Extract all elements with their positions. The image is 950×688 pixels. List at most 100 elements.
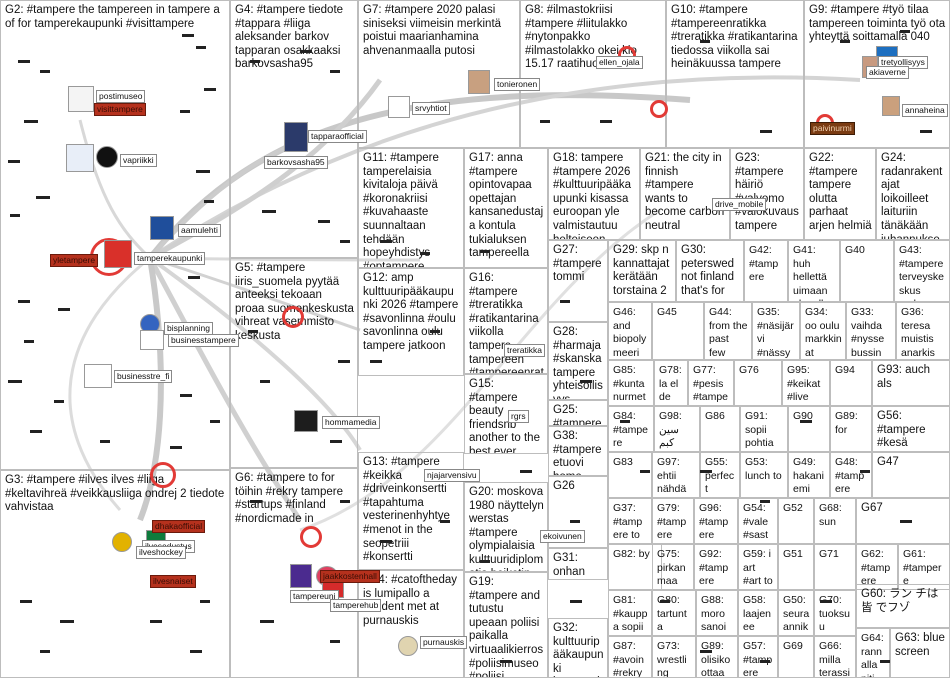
minor-node-marker (370, 360, 382, 363)
minor-node-marker (640, 470, 650, 473)
minor-node-marker (24, 340, 34, 343)
minor-node-marker (18, 300, 30, 303)
node-label-tampereuni[interactable]: tampereuni (290, 590, 339, 603)
minor-node-marker (480, 250, 490, 253)
minor-node-marker (500, 660, 512, 663)
businesstampere-avatar[interactable] (140, 330, 164, 350)
visittampere-avatar[interactable] (66, 144, 94, 172)
group-panel-g89b: G89: olisiko ottaa (696, 636, 738, 678)
node-label-tamperekaupunki[interactable]: tamperekaupunki (134, 252, 206, 265)
group-title: G71 (819, 548, 839, 560)
node-label-businesstampere[interactable]: businesstampere (168, 334, 239, 347)
group-panel-g18: G18: tampere #tampere 2026 #kulttuuripää… (548, 148, 640, 240)
node-label-ilveshockey[interactable]: ilveshockey (136, 546, 186, 559)
minor-node-marker (40, 70, 50, 73)
srvyhtiot-avatar[interactable] (388, 96, 410, 118)
tampereuni-avatar[interactable] (290, 564, 312, 588)
group-panel-g69: G69 (778, 636, 814, 678)
node-label-postimuseo[interactable]: postimuseo (96, 90, 146, 103)
group-title: G9: #tampere #työ tilaa tampereen toimin… (809, 4, 946, 44)
minor-node-marker (196, 46, 206, 49)
node-label-ekoivunen[interactable]: ekoivunen (540, 530, 585, 543)
group-title: G27: #tampere tommi (553, 244, 602, 284)
group-title: G15: #tampere beauty friendsnb another t… (469, 378, 540, 454)
group-title: G46: and biopolymeeri compost (613, 306, 647, 359)
group-title: G73: wrestling (657, 640, 687, 678)
node-label-paivinurmi[interactable]: paivinurmi (810, 122, 855, 135)
minor-node-marker (620, 420, 630, 423)
group-panel-g89: G89: for (830, 406, 872, 452)
group-panel-g62: G62: #tampere (856, 544, 898, 590)
group-title: G81: #kauppa sopii (613, 594, 648, 634)
node-label-dhakaofficial[interactable]: dhakaofficial (152, 520, 206, 533)
minor-node-marker (180, 394, 192, 397)
hub-node-g6[interactable] (300, 526, 322, 548)
group-title: G84: #tampere mahta (613, 410, 649, 451)
group-panel-g13: G13: #tampere #keikka #driveinkonsertti … (358, 452, 464, 570)
node-label-srvyhtiot[interactable]: srvyhtiot (412, 102, 450, 115)
node-label-vapriikki[interactable]: vapriikki (120, 154, 157, 167)
node-label-treratikka[interactable]: treratikka (504, 344, 545, 357)
hub-node-g10[interactable] (650, 100, 668, 118)
group-panel-g22: G22: #tampere tampere olutta parhaat arj… (804, 148, 876, 240)
node-label-yletampere[interactable]: yletampere (50, 254, 99, 267)
group-panel-g94: G94 (830, 360, 872, 406)
group-panel-g77: G77: #pesis #tampere (688, 360, 734, 406)
node-label-jaakkostenhall[interactable]: jaakkostenhall (320, 570, 380, 583)
hub-node-g3[interactable] (150, 462, 176, 488)
tonieronen-avatar[interactable] (468, 70, 490, 94)
vapriikki-avatar[interactable] (96, 146, 118, 168)
node-label-hommamedia[interactable]: hommamedia (322, 416, 380, 429)
node-label-tapparaofficial[interactable]: tapparaofficial (308, 130, 367, 143)
minor-node-marker (340, 240, 350, 243)
minor-node-marker (210, 420, 220, 423)
node-label-aamulehti[interactable]: aamulehti (178, 224, 221, 237)
group-panel-g61: G61: #tampere #ylöjärvi (898, 544, 950, 590)
node-label-visittampere[interactable]: visittampere (94, 103, 146, 116)
group-panel-g70: G70: tuoksuu suolle (814, 590, 856, 636)
postimuseo-avatar[interactable] (68, 86, 94, 112)
group-panel-g8: G8: #ilmastokriisi #tampere #liitulakko … (520, 0, 666, 148)
group-title: G25: #tampere #hiedanranta hiedanranta (553, 404, 602, 426)
group-title: G91: sopii pohtia (745, 410, 774, 450)
group-panel-g55: G55: perfect songs (700, 452, 740, 498)
purnauskis-avatar[interactable] (398, 636, 418, 656)
group-panel-g49: G49: hakaniemi sport (788, 452, 830, 498)
node-label-ellen-ojala[interactable]: ellen_ojala (596, 56, 643, 69)
group-panel-g64: G64: rannalla piti (856, 628, 890, 678)
annaheina-avatar[interactable] (882, 96, 900, 116)
group-panel-g78: G78: la el de (654, 360, 688, 406)
group-title: G85: #kunta nurmet niityksi (613, 364, 646, 405)
hub-node-g5[interactable] (282, 306, 304, 328)
ilveshockey-avatar[interactable] (112, 532, 132, 552)
node-label-rgrs[interactable]: rgrs (508, 410, 529, 423)
group-panel-g12: G12: amp kulttuuripääkaupunki 2026 #tamp… (358, 268, 464, 376)
businesstre-avatar[interactable] (84, 364, 112, 388)
minor-node-marker (840, 40, 850, 43)
node-label-ilvesnaiset[interactable]: ilvesnaiset (150, 575, 196, 588)
barkovsasha95-avatar[interactable] (284, 122, 308, 152)
group-title: G76 (739, 364, 759, 376)
group-title: G62: #tampere (861, 548, 891, 588)
node-label-purnauskis[interactable]: purnauskis (420, 636, 468, 649)
group-title: G31: onhan (553, 552, 585, 578)
minor-node-marker (60, 620, 74, 623)
node-label-businesstre-fi[interactable]: businesstre_fi (114, 370, 173, 383)
node-label-njajarvensivu[interactable]: njajarvensivu (424, 469, 480, 482)
group-title: G97: ehtii nähdä (657, 456, 687, 496)
node-label-annaheina[interactable]: annaheina (902, 104, 948, 117)
aamulehti-avatar[interactable] (150, 216, 174, 240)
hommamedia-avatar[interactable] (294, 410, 318, 432)
node-label-tonieronen[interactable]: tonieronen (494, 78, 541, 91)
node-label-tamperehub[interactable]: tamperehub (330, 599, 382, 612)
group-panel-g33: G33: vaihda #nysse bussin (846, 302, 896, 360)
tamperekaupunki-avatar[interactable] (104, 240, 132, 268)
group-panel-g76: G76 (734, 360, 782, 406)
node-label-drive-mobile[interactable]: drive_mobile (712, 198, 767, 211)
group-title: G3: #tampere #ilves ilves #liiga #keltav… (5, 474, 225, 514)
group-title: G54: #vale #sast (743, 502, 769, 542)
minor-node-marker (30, 430, 42, 433)
group-title: G10: #tampere #tampereenratikka #trerati… (671, 4, 798, 71)
node-label-akiaverne[interactable]: akiaverne (866, 66, 909, 79)
node-label-barkovsasha95[interactable]: barkovsasha95 (264, 156, 328, 169)
